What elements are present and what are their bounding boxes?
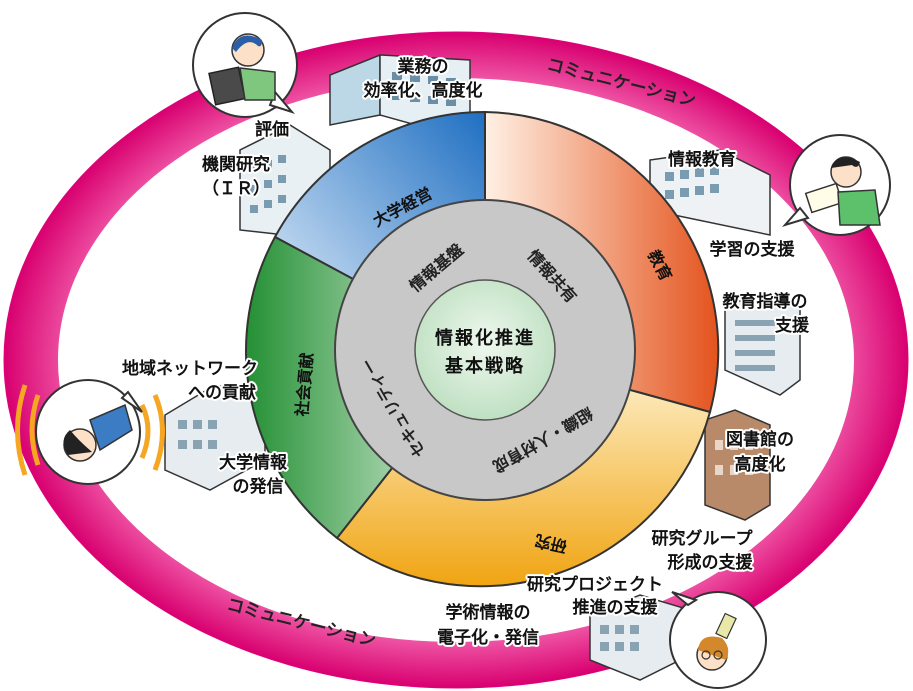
building-icon [704,409,771,521]
label-ir-line1: 機関研究 [202,154,270,175]
center-circle [414,279,556,421]
person-laptop-icon [192,12,298,118]
label-library-line2: 高度化 [735,454,786,475]
building-icon [649,149,771,236]
building-icon [164,384,266,491]
label-ir-line2: （ＩＲ） [202,178,270,199]
building-icon [724,299,801,396]
label-library-line1: 図書館の [726,429,794,450]
label-guidance-line2: 支援 [775,315,810,336]
label-research-project-line1: 研究プロジェクト [527,574,663,595]
label-research-group-line1: 研究グループ [652,528,754,549]
label-business-line2: 効率化、高度化 [364,80,483,101]
label-univ-info-line1: 大学情報 [219,452,288,473]
label-research-group-line2: 形成の支援 [668,552,754,573]
person-phone-icon [15,379,165,485]
label-academic-info-line1: 学術情報の [446,602,531,623]
label-evaluation: 評価 [255,119,289,140]
label-univ-info-line2: の発信 [233,476,284,497]
buildings [164,53,801,681]
building-icon [589,594,691,681]
person-reading-icon [781,134,891,236]
label-business-line1: 業務の [398,56,449,77]
labels: 業務の 効率化、高度化 評価 機関研究 （ＩＲ） 情報教育 学習の支援 教育指導… [120,54,812,650]
label-guidance-line1: 教育指導の [722,291,808,312]
label-research-project-line2: 推進の支援 [573,597,659,618]
person-glasses-icon [669,591,767,689]
center-title-line2: 基本戦略 [444,355,525,377]
center-title-line1: 情報化推進 [435,327,535,349]
label-network-line2: への貢献 [188,382,256,403]
label-academic-info-line2: 電子化・発信 [437,627,539,648]
label-info-education: 情報教育 [668,149,736,170]
label-learning-support: 学習の支援 [710,239,796,260]
label-network-line1: 地域ネットワーク [122,358,258,379]
